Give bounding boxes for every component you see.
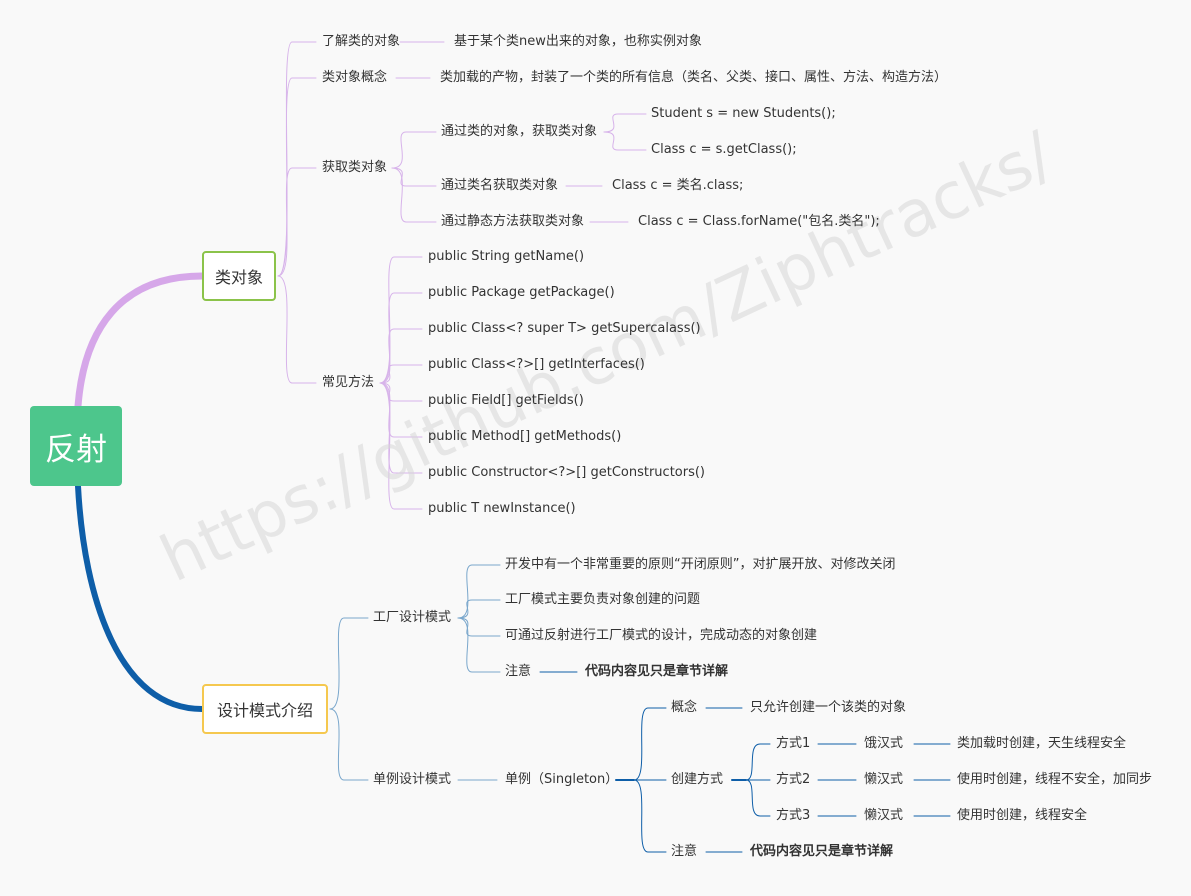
method-item[interactable]: public Class<?>[] getInterfaces() [428, 357, 645, 372]
connector-line [379, 292, 423, 384]
connector-line [379, 328, 423, 384]
connector-line [457, 599, 501, 619]
branch-node-design-pattern[interactable]: 设计模式介绍 [202, 684, 328, 734]
node-way-desc[interactable]: 使用时创建，线程安全 [957, 808, 1088, 823]
method-item[interactable]: public Class<? super T> getSupercalass() [428, 321, 701, 336]
connector-line [633, 779, 667, 853]
node-code-new-student[interactable]: Student s = new Students(); [651, 106, 836, 121]
connector-line [391, 131, 437, 169]
connector-line [457, 617, 501, 673]
factory-item[interactable]: 工厂模式主要负责对象创建的问题 [505, 592, 701, 607]
connector-line [379, 382, 423, 474]
node-singleton-concept[interactable]: 概念 [671, 700, 698, 715]
node-obtain-class-object[interactable]: 获取类对象 [322, 160, 388, 175]
node-understand-object-detail[interactable]: 基于某个类new出来的对象，也称实例对象 [454, 34, 702, 49]
method-item[interactable]: public Method[] getMethods() [428, 429, 622, 444]
connector-line [603, 113, 647, 133]
connector-line [277, 77, 317, 277]
branch-node-class-object[interactable]: 类对象 [202, 251, 276, 301]
node-via-class-name[interactable]: 通过类名获取类对象 [441, 178, 559, 193]
node-way-desc[interactable]: 类加载时创建，天生线程安全 [957, 736, 1127, 751]
connector-line [74, 272, 206, 410]
node-code-class-literal[interactable]: Class c = 类名.class; [612, 178, 744, 193]
node-code-forname[interactable]: Class c = Class.forName("包名.类名"); [638, 214, 880, 229]
connector-line [277, 167, 317, 277]
connector-line [329, 708, 369, 781]
connector-line [277, 275, 317, 384]
node-singleton-note[interactable]: 注意 [671, 844, 698, 859]
connector-line [379, 382, 423, 438]
node-factory-note-detail[interactable]: 代码内容见只是章节详解 [585, 664, 729, 679]
connector-line [457, 564, 501, 619]
root-node[interactable]: 反射 [30, 406, 122, 486]
connector-line [277, 41, 317, 277]
node-class-object-concept[interactable]: 类对象概念 [322, 70, 388, 85]
node-way-type[interactable]: 懒汉式 [864, 808, 904, 823]
node-way-label[interactable]: 方式2 [776, 772, 811, 787]
connector-line [379, 364, 423, 384]
node-way-type[interactable]: 懒汉式 [864, 772, 904, 787]
connector-line [745, 743, 771, 781]
node-via-static-method[interactable]: 通过静态方法获取类对象 [441, 214, 585, 229]
connector-line [75, 483, 205, 712]
node-class-object-concept-detail[interactable]: 类加载的产物，封装了一个类的所有信息（类名、父类、接口、属性、方法、构造方法） [440, 70, 948, 85]
node-singleton-note-detail[interactable]: 代码内容见只是章节详解 [750, 844, 894, 859]
method-item[interactable]: public Constructor<?>[] getConstructors(… [428, 465, 706, 480]
node-way-desc[interactable]: 使用时创建，线程不安全，加同步 [957, 772, 1153, 787]
node-factory-note[interactable]: 注意 [505, 664, 532, 679]
node-factory-pattern[interactable]: 工厂设计模式 [373, 610, 452, 625]
factory-item[interactable]: 可通过反射进行工厂模式的设计，完成动态的对象创建 [505, 628, 818, 643]
node-singleton[interactable]: 单例（Singleton） [505, 772, 619, 787]
connector-line [745, 779, 771, 817]
method-item[interactable]: public Field[] getFields() [428, 393, 584, 408]
connector-line [329, 617, 369, 710]
node-common-methods[interactable]: 常见方法 [322, 375, 375, 390]
node-via-object[interactable]: 通过类的对象，获取类对象 [441, 124, 598, 139]
connector-line [633, 707, 667, 781]
method-item[interactable]: public String getName() [428, 249, 585, 264]
connector-line [603, 131, 647, 151]
method-item[interactable]: public Package getPackage() [428, 285, 615, 300]
method-item[interactable]: public T newInstance() [428, 501, 576, 516]
node-way-label[interactable]: 方式3 [776, 808, 811, 823]
node-understand-object[interactable]: 了解类的对象 [322, 34, 401, 49]
factory-item[interactable]: 开发中有一个非常重要的原则“开闭原则”，对扩展开放、对修改关闭 [505, 557, 896, 572]
node-way-type[interactable]: 饿汉式 [864, 736, 904, 751]
node-code-getclass[interactable]: Class c = s.getClass(); [651, 142, 797, 157]
node-singleton-concept-detail[interactable]: 只允许创建一个该类的对象 [750, 700, 907, 715]
node-singleton-pattern[interactable]: 单例设计模式 [373, 772, 452, 787]
node-way-label[interactable]: 方式1 [776, 736, 811, 751]
node-creation-method[interactable]: 创建方式 [671, 772, 724, 787]
connector-line [379, 256, 423, 384]
connector-lines [74, 41, 951, 853]
connector-line [391, 167, 437, 223]
connector-line [379, 382, 423, 510]
